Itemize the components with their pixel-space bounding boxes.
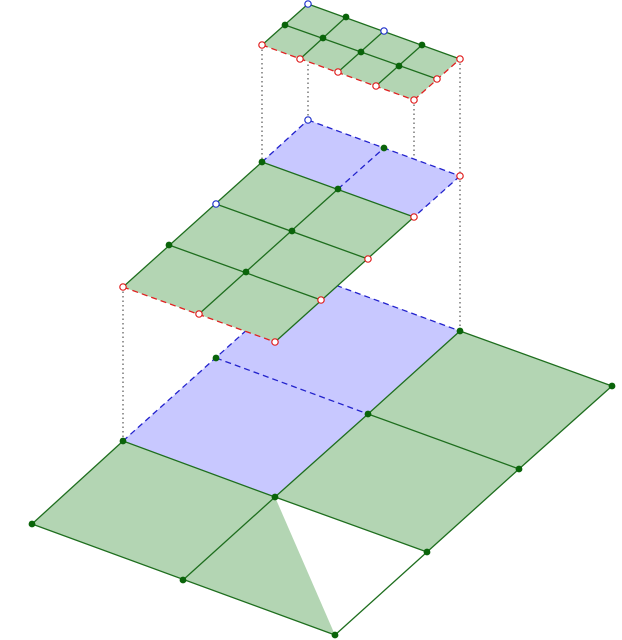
green-point (281, 21, 289, 29)
red-point (258, 41, 266, 49)
green-edge (334, 551, 428, 636)
bottom-green-region (32, 441, 335, 635)
green-point (395, 62, 403, 70)
red-point (271, 338, 279, 346)
green-point (418, 41, 426, 49)
green-edge (367, 330, 461, 415)
green-point (357, 48, 365, 56)
green-point (165, 241, 173, 249)
red-point (433, 75, 441, 83)
green-point (423, 548, 431, 556)
green-point (515, 465, 523, 473)
blue-dashed-edge (261, 119, 309, 163)
green-point (179, 576, 187, 584)
green-point (119, 437, 127, 445)
green-edge (182, 496, 276, 581)
green-edge (459, 330, 613, 387)
red-point (119, 283, 127, 291)
green-point (271, 493, 279, 501)
blue-point (304, 116, 312, 124)
green-point (288, 227, 296, 235)
green-edge (31, 440, 124, 525)
green-edge (274, 413, 369, 498)
green-point (242, 268, 250, 276)
green-point (380, 144, 388, 152)
red-point (317, 296, 325, 304)
green-point (258, 158, 266, 166)
green-edge (122, 161, 263, 288)
blue-point (304, 0, 312, 8)
green-edge (274, 496, 428, 553)
green-point (342, 13, 350, 21)
green-edge (198, 188, 339, 315)
green-edge (426, 468, 520, 553)
blue-point (212, 200, 220, 208)
green-edge (518, 385, 613, 470)
green-point (319, 34, 327, 42)
blue-dashed-edge (413, 175, 461, 218)
green-edge (274, 216, 415, 343)
green-point (28, 520, 36, 528)
red-point (195, 310, 203, 318)
green-edge (122, 440, 276, 498)
blue-dashed-edge (215, 357, 369, 415)
red-point (410, 213, 418, 221)
red-point (372, 82, 380, 90)
blue-dashed-edge (337, 147, 385, 190)
green-edge (367, 413, 520, 470)
red-point (410, 96, 418, 104)
red-point (456, 55, 464, 63)
green-point (456, 327, 464, 335)
red-point (364, 255, 372, 263)
blue-dashed-edge (307, 274, 461, 332)
green-point (608, 382, 616, 390)
green-point (364, 410, 372, 418)
green-point (212, 354, 220, 362)
green-point (331, 631, 339, 639)
red-point (334, 68, 342, 76)
red-point (296, 55, 304, 63)
blue-point (380, 27, 388, 35)
red-point (456, 172, 464, 180)
green-point (334, 185, 342, 193)
